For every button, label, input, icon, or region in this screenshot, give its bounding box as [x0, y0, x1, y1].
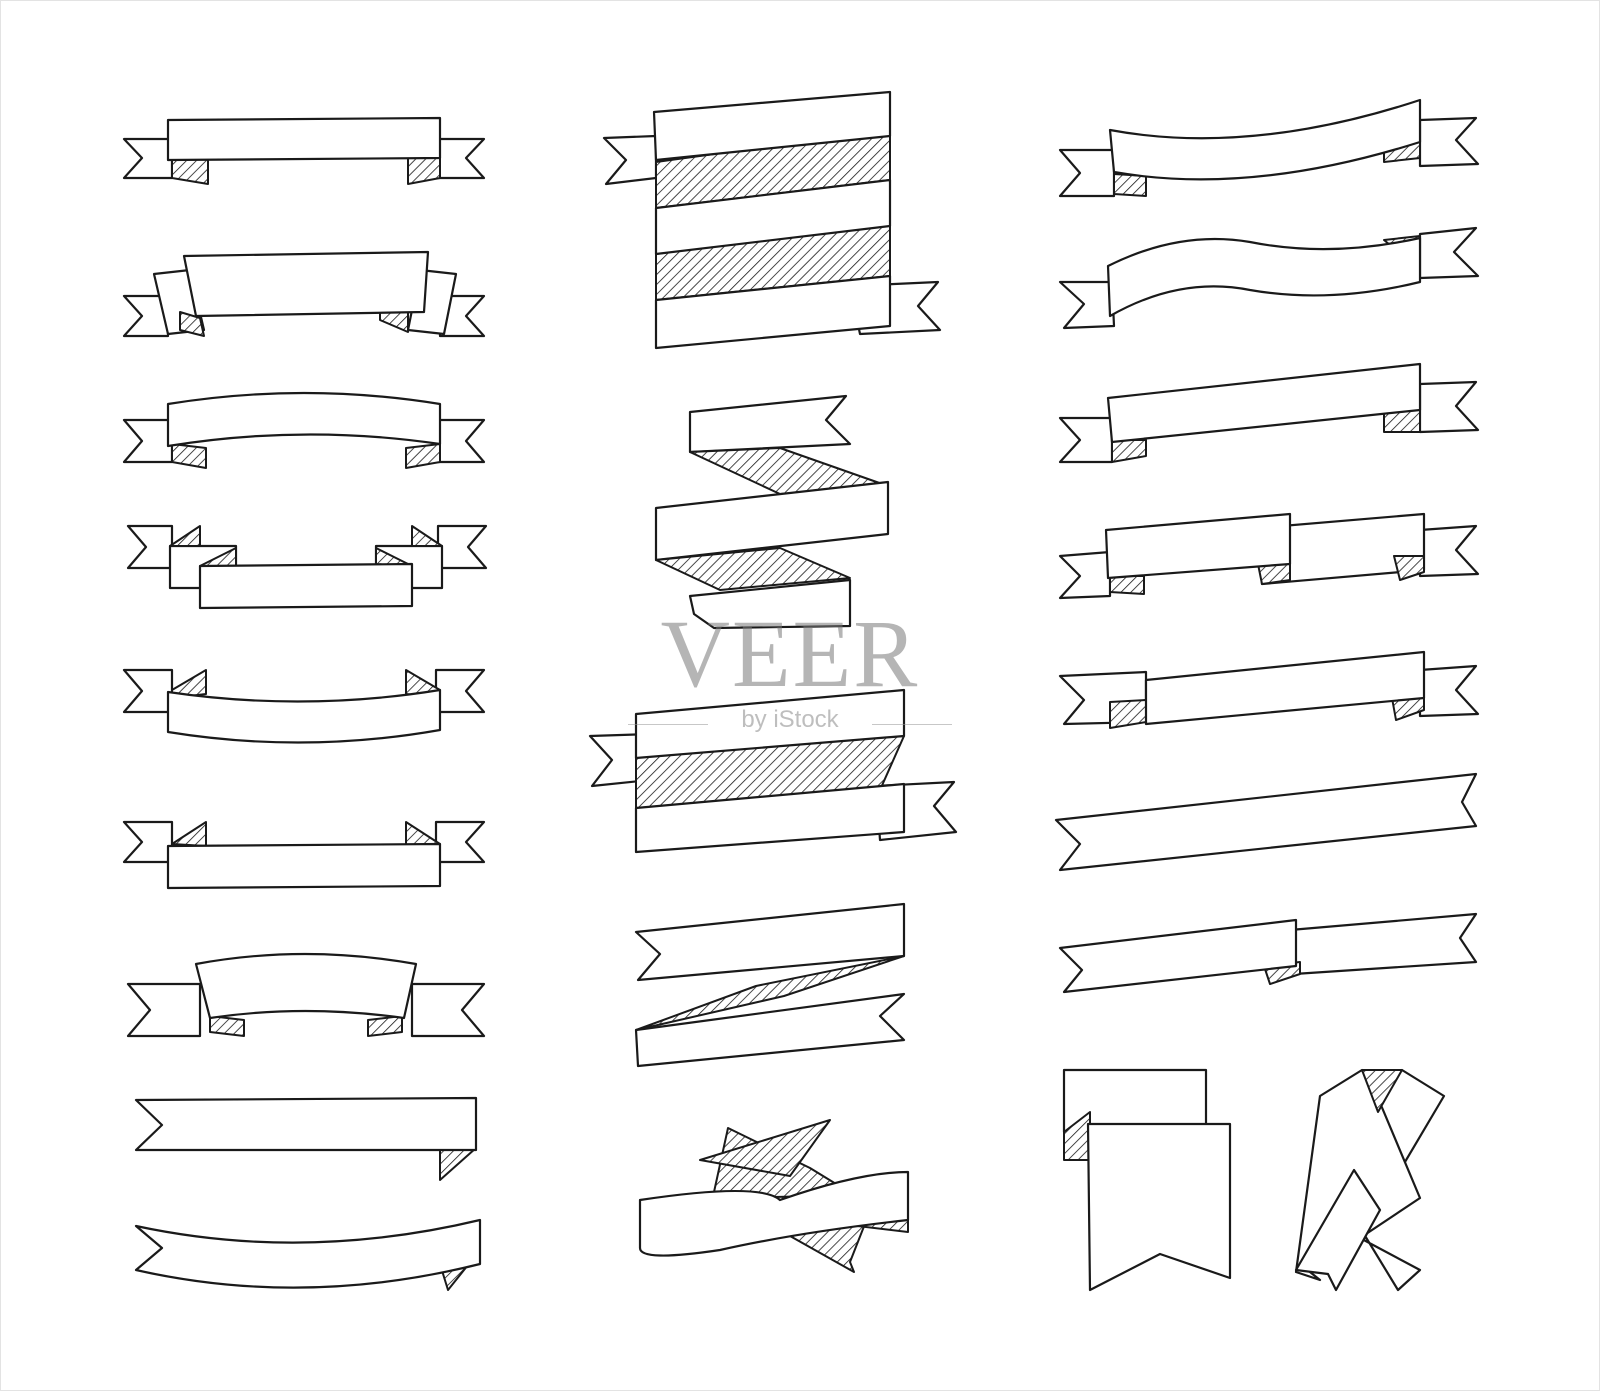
awareness-ribbon [1294, 1068, 1446, 1292]
banner-left-1 [122, 116, 486, 185]
banner-right-6 [1054, 772, 1478, 872]
banner-middle-1 [602, 90, 942, 350]
banner-right-3 [1058, 362, 1480, 464]
banner-middle-2 [654, 394, 890, 630]
banner-right-5 [1058, 650, 1480, 729]
banner-middle-3 [588, 688, 958, 854]
banner-left-8 [134, 1096, 478, 1181]
banner-middle-4 [634, 902, 906, 1068]
banner-left-3 [122, 391, 486, 469]
banner-right-1 [1058, 98, 1480, 198]
banner-left-7 [126, 952, 486, 1038]
banner-left-5 [122, 668, 486, 744]
banner-left-4 [126, 524, 488, 610]
banner-left-2 [122, 250, 486, 338]
banner-right-2 [1058, 226, 1480, 330]
banner-right-7 [1058, 912, 1478, 994]
banner-right-4 [1058, 512, 1480, 600]
banner-left-9 [134, 1218, 482, 1291]
bookmark-ribbon [1062, 1068, 1232, 1292]
banner-middle-5 [638, 1119, 910, 1273]
banner-left-6 [122, 820, 486, 890]
